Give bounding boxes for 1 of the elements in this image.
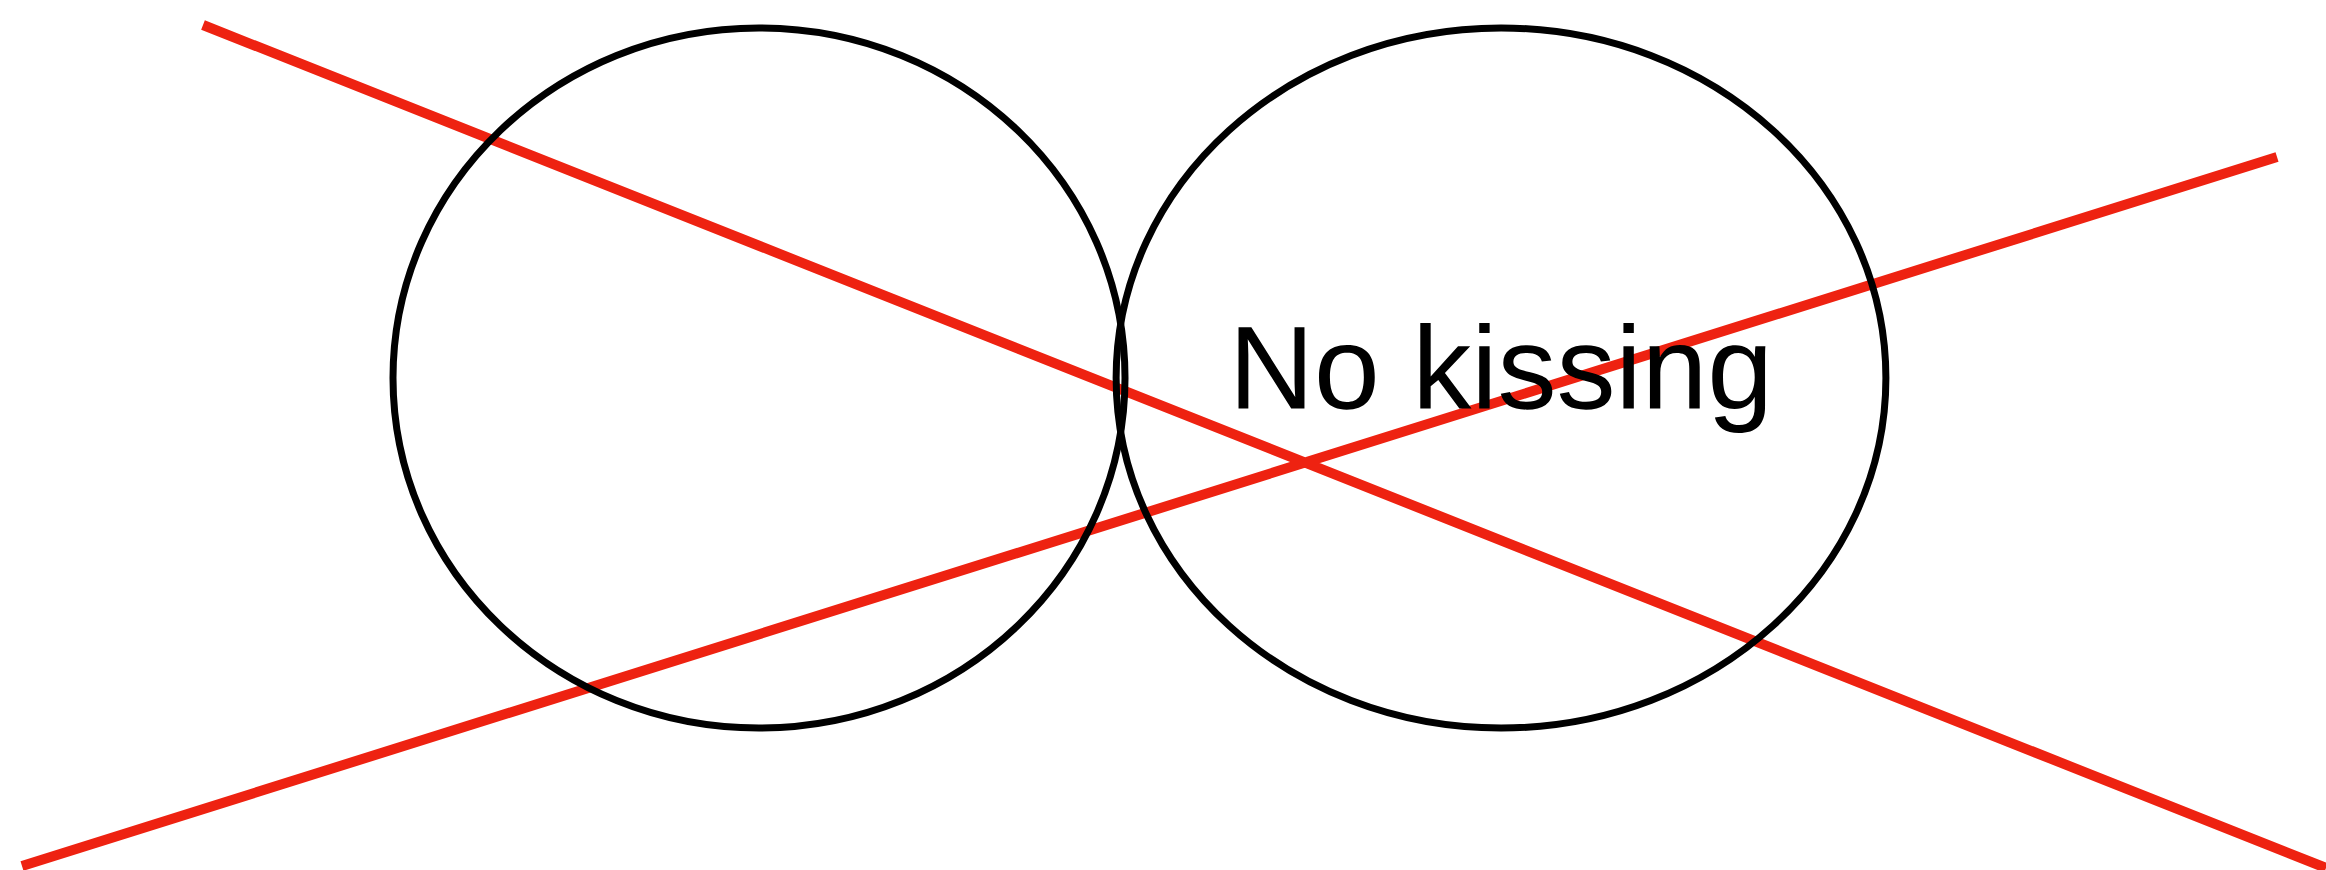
circle [389, 24, 1129, 732]
